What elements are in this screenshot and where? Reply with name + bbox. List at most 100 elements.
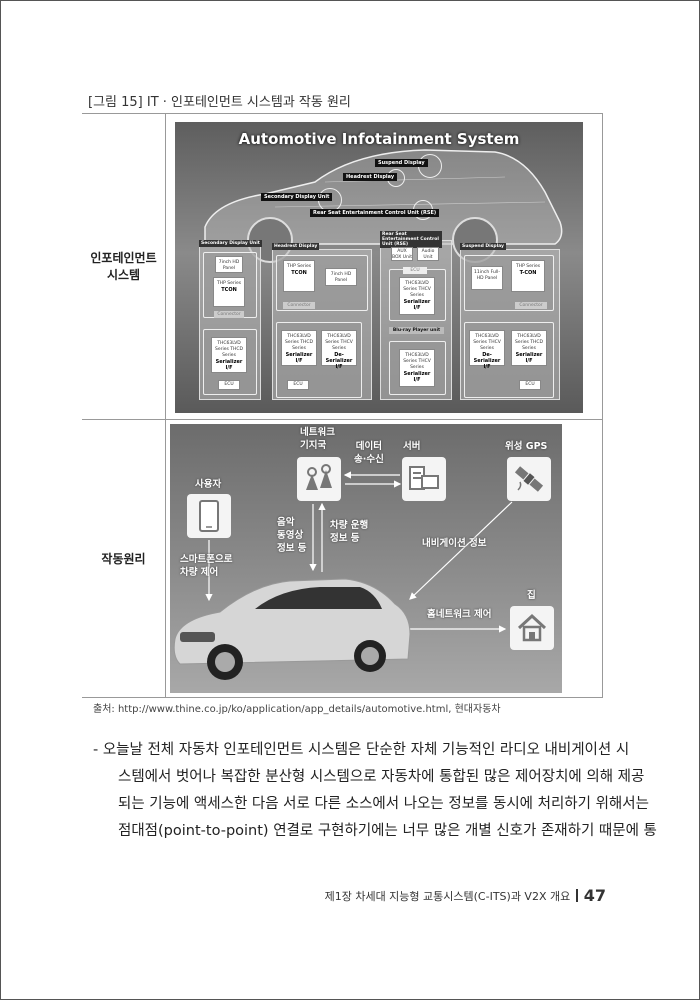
label-text: 음악 동영상 정보 등 [277, 517, 307, 554]
row-label-infotainment: 인포테인먼트 시스템 [82, 250, 165, 284]
label-gps: 위성 GPS [505, 441, 548, 452]
label-home-network-control: 홈네트워크 제어 [427, 609, 492, 620]
chip-name: Serializer I/F [515, 352, 543, 364]
aux-box-chip: AUX BOX Unit [391, 247, 413, 261]
row-label-line: 인포테인먼트 [90, 251, 157, 265]
panel-chip: 7inch HD Panel [325, 268, 357, 286]
panel-chip: 7inch HD Panel [215, 256, 243, 273]
page-number: 47 [583, 886, 606, 905]
chip-series: THC63LVD Series THCV Series [325, 334, 353, 351]
callout-suspend-display: Suspend Display [375, 159, 428, 167]
connector-label: Connector [214, 311, 244, 318]
chip-name: T-CON [519, 270, 537, 276]
chip-series: THP Series [286, 264, 312, 269]
chip-name: TCON [221, 287, 237, 293]
figure-caption: [그림 15] IT · 인포테인먼트 시스템과 작동 원리 [88, 95, 351, 110]
connector-label: Connector [283, 302, 315, 309]
house-icon [510, 606, 554, 650]
chip-name: De-Serializer I/F [473, 352, 501, 370]
panel-title: Rear Seat Entertainment Control Unit (RS… [380, 231, 442, 248]
connection-arrows [173, 471, 513, 680]
car-image [173, 578, 411, 680]
smartphone-icon [187, 494, 231, 538]
chip-series: THC63LVD Series THCD Series [514, 334, 543, 351]
chip-name: Serializer I/F [285, 352, 313, 364]
panel-secondary-display: Secondary Display Unit 7inch HD Panel TH… [199, 240, 262, 400]
footer-divider [576, 889, 578, 902]
figure-source: 출처: http://www.thine.co.jp/ko/applicatio… [93, 704, 501, 715]
label-text: 차량 운행 정보 등 [330, 520, 369, 544]
chip-name: Serializer I/F [403, 371, 431, 383]
chip-series: THP Series [216, 281, 242, 286]
bluray-player-label: Blu-ray Player unit [389, 327, 444, 334]
body-line: 점대점(point-to-point) 연결로 구현하기에는 너무 많은 개별 … [118, 823, 657, 839]
page-footer: 제1장 차세대 지능형 교통시스템(C-ITS)과 V2X 개요 47 [325, 886, 606, 905]
row-divider [82, 419, 603, 420]
chip-series: THC63LVD Series THCD Series [214, 341, 243, 358]
chip-name: De-Serializer I/F [325, 352, 353, 370]
callout-headrest-display: Headrest Display [343, 173, 398, 181]
label-smartphone-control: 스마트폰으로 차량 제어 [180, 553, 232, 579]
label-media-info: 음악 동영상 정보 등 [277, 516, 307, 555]
chip-name: Serializer I/F [215, 359, 243, 371]
chapter-title: 제1장 차세대 지능형 교통시스템(C-ITS)과 V2X 개요 [324, 889, 571, 903]
table-border [602, 114, 603, 697]
chip-name: TCON [291, 270, 307, 276]
diagram-title: Automotive Infotainment System [238, 130, 520, 148]
callout-secondary-display: Secondary Display Unit [261, 193, 333, 201]
panel-title: Secondary Display Unit [199, 240, 262, 247]
chip-series: THC63LVD Series THCV Series [403, 281, 431, 298]
row-label-line: 시스템 [106, 268, 141, 282]
callout-rse: Rear Seat Entertainment Control Unit (RS… [310, 209, 440, 217]
chip-series: THC63LVD Series THCV Series [473, 334, 501, 351]
label-text: 스마트폰으로 차량 제어 [180, 554, 233, 578]
panel-rse: Rear Seat Entertainment Control Unit (RS… [380, 231, 452, 400]
label-driving-info: 차량 운행 정보 등 [330, 519, 368, 545]
ecu-chip: ECU [287, 380, 309, 390]
body-line: - 오늘날 전체 자동차 인포테인먼트 시스템은 단순한 자체 기능적인 라디오… [93, 742, 630, 758]
server-icon [402, 457, 446, 501]
figure-table: 인포테인먼트 시스템 작동원리 Automotive Infotainment … [82, 113, 603, 698]
panel-title: Suspend Display [460, 243, 506, 250]
ecu-chip: ECU [218, 380, 240, 390]
label-user: 사용자 [195, 479, 222, 490]
antenna-icon [297, 457, 341, 501]
audio-unit-chip: Audio Unit [417, 247, 439, 261]
body-line: 스템에서 벗어나 복잡한 분산형 시스템으로 자동차에 통합된 많은 제어장치에… [118, 769, 645, 785]
panel-suspend-display: Suspend Display 11inch Full-HD Panel THP… [460, 243, 560, 400]
connector-label: Connector [515, 302, 547, 309]
body-line: 되는 기능에 액세스한 다음 서로 다른 소스에서 나오는 정보를 동시에 처리… [118, 796, 649, 812]
row-label-operation: 작동원리 [101, 552, 146, 566]
chip-series: THC63LVD Series THCV Series [403, 353, 431, 370]
ecu-chip: ECU [519, 380, 541, 390]
chip-series: THC63LVD Series THCD Series [284, 334, 313, 351]
satellite-icon [507, 457, 551, 501]
ecu-label: ECU [403, 267, 427, 274]
operation-principle-diagram: 네트워크 기지국 데이터 송·수신 서버 위성 GPS 사용자 스마트폰으로 차… [170, 424, 562, 693]
label-data-txrx: 데이터 송·수신 [354, 440, 384, 466]
panel-chip: 11inch Full-HD Panel [471, 266, 503, 290]
panel-title: Headrest Display [272, 243, 320, 250]
label-base-station: 네트워크 기지국 [300, 426, 335, 452]
chip-name: Serializer I/F [403, 299, 431, 311]
column-divider [165, 114, 166, 697]
label-home: 집 [527, 590, 536, 601]
chip-series: THP Series [515, 264, 541, 269]
label-text: 데이터 송·수신 [354, 441, 384, 465]
label-text: 네트워크 기지국 [300, 427, 335, 451]
label-server: 서버 [403, 441, 421, 452]
body-paragraph: - 오늘날 전체 자동차 인포테인먼트 시스템은 단순한 자체 기능적인 라디오… [93, 737, 657, 845]
infotainment-system-diagram: Automotive Infotainment System Suspend D… [175, 122, 583, 413]
label-navigation-info: 내비게이션 정보 [422, 538, 487, 549]
